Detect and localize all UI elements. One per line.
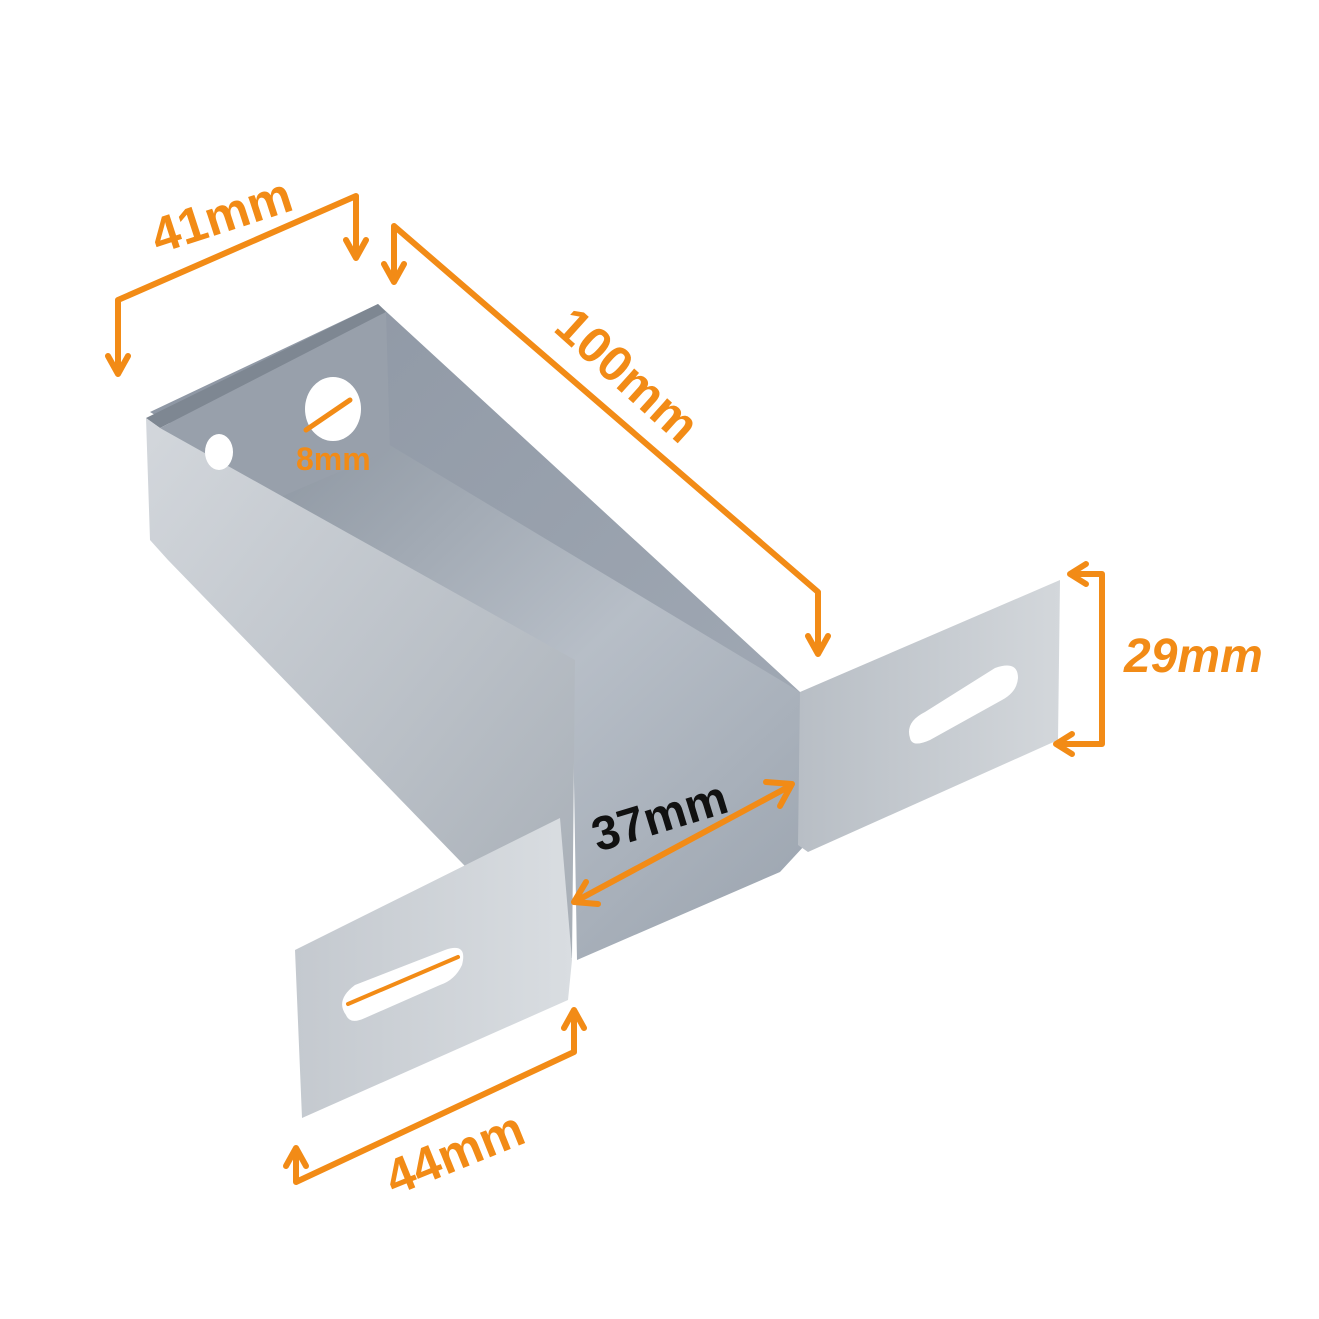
dim-44mm-arrow-left: [283, 1145, 309, 1169]
dim-37mm-arrow-left: [571, 879, 601, 907]
dim-37mm-arrow-right: [763, 779, 795, 809]
dim-100mm-line: [391, 223, 821, 655]
dim-44mm-line: [293, 1009, 577, 1185]
dim-41mm-arrow-right: [343, 237, 369, 261]
dimension-lines: [105, 193, 1105, 1185]
dim-8mm-line: [303, 397, 353, 433]
label-44mm: 44mm: [377, 1100, 532, 1206]
dim-slot-line: [346, 955, 460, 1006]
dim-29mm-line: [1055, 571, 1105, 747]
dim-41mm-arrow-left: [105, 353, 131, 377]
label-8mm: 8mm: [296, 441, 371, 477]
dim-29mm-arrow-top: [1067, 561, 1089, 587]
bracket-end-wall: [146, 304, 386, 428]
label-41mm: 41mm: [144, 167, 299, 265]
bracket-photo: [146, 304, 1060, 1118]
bracket-front-wall: [146, 418, 575, 964]
hole-top-left: [205, 434, 233, 470]
bracket-base: [262, 444, 805, 960]
dim-29mm-arrow-bottom: [1053, 731, 1075, 757]
dim-41mm-line: [115, 193, 359, 375]
dim-100mm-arrow-top: [381, 261, 407, 285]
label-29mm: 29mm: [1123, 630, 1263, 683]
dim-37mm-line: [575, 783, 793, 903]
slot-right-tab: [909, 665, 1018, 744]
dim-44mm-arrow-right: [561, 1007, 587, 1031]
dim-100mm-arrow-bottom: [805, 633, 831, 657]
